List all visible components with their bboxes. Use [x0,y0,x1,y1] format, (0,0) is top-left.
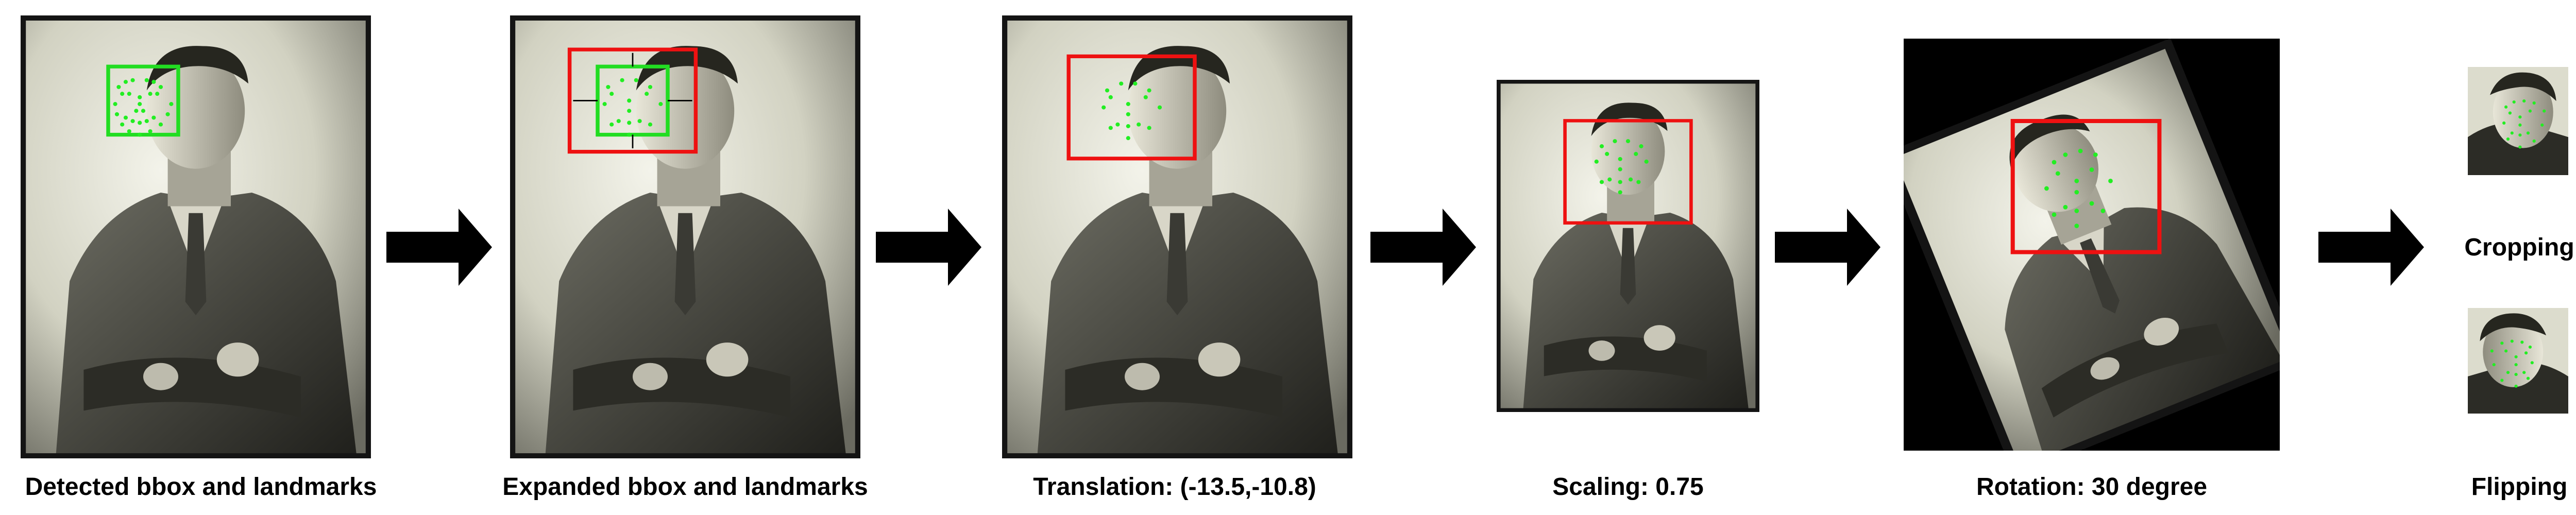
caption-detected: Detected bbox and landmarks [0,473,402,501]
panel-expanded [510,15,860,458]
panel-detected [21,15,371,458]
caption-rotation: Rotation: 30 degree [1911,473,2272,501]
portrait-cropping [2468,67,2568,175]
panel-cropping [2468,67,2568,175]
right-arrow-icon [1775,209,1880,286]
panel-rotation [1904,39,2280,451]
portrait-scaling [1497,80,1759,412]
caption-scaling: Scaling: 0.75 [1473,473,1783,501]
portrait-flipping [2468,308,2568,414]
right-arrow-icon [876,209,981,286]
portrait-expanded [510,15,860,458]
caption-cropping: Cropping [2437,233,2576,262]
caption-expanded: Expanded bbox and landmarks [479,473,891,501]
portrait-detected [21,15,371,458]
portrait-rotation [1904,39,2280,451]
right-arrow-icon [1370,209,1476,286]
caption-translation: Translation: (-13.5,-10.8) [969,473,1381,501]
right-arrow-icon [2318,209,2424,286]
portrait-translation [1002,15,1352,458]
right-arrow-icon [386,209,492,286]
panel-scaling [1497,80,1759,412]
panel-flipping [2468,308,2568,414]
caption-flipping: Flipping [2437,473,2576,501]
panel-translation [1002,15,1352,458]
